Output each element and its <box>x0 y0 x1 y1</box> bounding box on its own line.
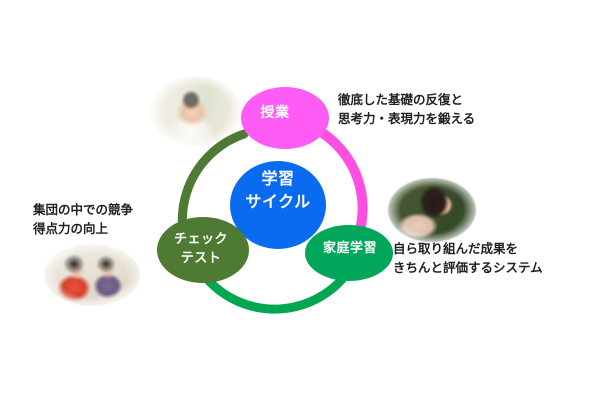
caption-katei-gakushu: 自ら取り組んだ成果を きちんと評価するシステム <box>393 240 543 279</box>
arc-katei-to-check <box>203 267 353 314</box>
caption-katei-gakushu-line2: きちんと評価するシステム <box>393 261 543 276</box>
photo-girl-studying <box>388 178 476 242</box>
photo-two-children-studying <box>44 244 140 306</box>
caption-check-test: 集団の中での競争 得点力の向上 <box>33 201 133 240</box>
caption-katei-gakushu-line1: 自ら取り組んだ成果を <box>393 242 519 256</box>
photo-girl-image <box>388 178 476 242</box>
photo-kids-image <box>44 244 140 306</box>
node-jugyo-shape[interactable] <box>241 87 329 149</box>
caption-check-test-line1: 集団の中での競争 <box>33 203 134 217</box>
photo-boy-studying <box>150 76 242 146</box>
node-check-test-shape[interactable] <box>157 217 249 283</box>
caption-jugyo-line2: 思考力・表現力を鍛える <box>338 112 476 127</box>
caption-check-test-line2: 得点力の向上 <box>33 222 109 237</box>
photo-boy-image <box>150 76 242 146</box>
caption-jugyo: 徹底した基礎の反復と 思考力・表現力を鍛える <box>338 91 475 130</box>
caption-jugyo-line1: 徹底した基礎の反復と <box>338 93 464 107</box>
node-katei-gakushu-shape[interactable] <box>305 225 393 281</box>
center-node-shape[interactable] <box>230 161 326 249</box>
